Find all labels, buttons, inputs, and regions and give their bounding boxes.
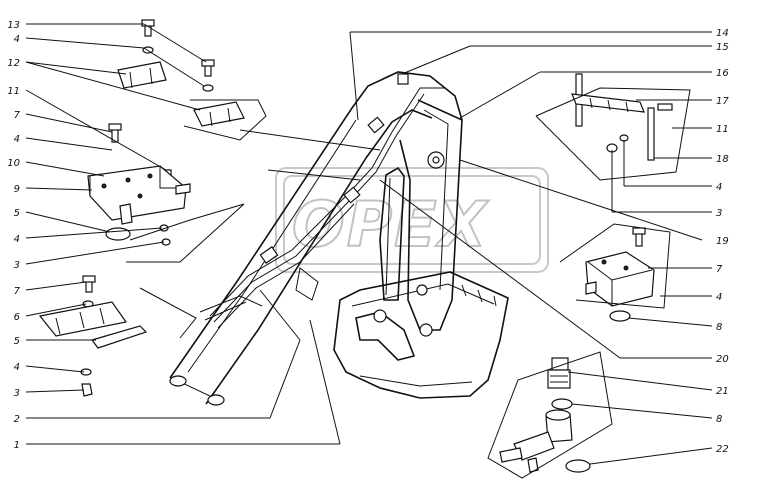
bracket-assembly-right	[535, 73, 691, 181]
callout-right-12: 20	[716, 354, 729, 365]
callout-right-14: 8	[716, 414, 722, 425]
callouts-left: 13 4 12 11 7 4 10 9 5 4 3 7 6 5 4 3 2 1	[7, 20, 20, 451]
callout-right-2: 16	[716, 68, 729, 79]
callout-right-9: 7	[716, 264, 723, 275]
block-assembly-right	[559, 223, 671, 322]
callout-left-3: 11	[7, 86, 20, 97]
callout-left-1: 4	[14, 34, 20, 45]
leader-lines	[25, 23, 713, 465]
callout-left-8: 5	[14, 208, 20, 219]
clamp-assembly-lower	[38, 275, 197, 397]
callout-right-11: 8	[716, 322, 722, 333]
callout-left-15: 3	[14, 388, 20, 399]
callout-right-3: 17	[716, 96, 729, 107]
callout-right-6: 4	[716, 182, 722, 193]
watermark-logo: OPEX	[275, 167, 549, 273]
watermark-text: OPEX	[292, 188, 489, 261]
callout-left-0: 13	[7, 20, 20, 31]
callout-right-10: 4	[716, 292, 722, 303]
callout-left-5: 4	[14, 134, 20, 145]
callout-right-4: 11	[716, 124, 729, 135]
callout-right-15: 22	[716, 444, 729, 455]
callout-right-1: 15	[716, 42, 729, 53]
callout-left-16: 2	[14, 414, 20, 425]
callout-right-8: 19	[716, 236, 729, 247]
callout-left-17: 1	[14, 440, 20, 451]
callout-right-5: 18	[716, 154, 729, 165]
boom-assembly	[169, 71, 509, 406]
clamp-assembly-upper	[117, 19, 267, 141]
callout-left-11: 7	[14, 286, 21, 297]
callout-left-7: 9	[14, 184, 20, 195]
callout-left-10: 3	[14, 260, 20, 271]
callout-right-0: 14	[716, 28, 729, 39]
block-assembly-left	[87, 123, 245, 263]
callouts-right: 14 15 16 17 11 18 4 3 19 7 4 8 20 21 8 22	[716, 28, 729, 455]
callout-left-6: 10	[7, 158, 20, 169]
callout-left-4: 7	[14, 110, 21, 121]
callout-left-12: 6	[14, 312, 20, 323]
callout-right-13: 21	[716, 386, 729, 397]
callout-left-2: 12	[7, 58, 20, 69]
callout-left-13: 5	[14, 336, 20, 347]
fitting-assembly	[487, 351, 613, 479]
callout-right-7: 3	[716, 208, 722, 219]
callout-left-14: 4	[14, 362, 20, 373]
callout-left-9: 4	[14, 234, 20, 245]
